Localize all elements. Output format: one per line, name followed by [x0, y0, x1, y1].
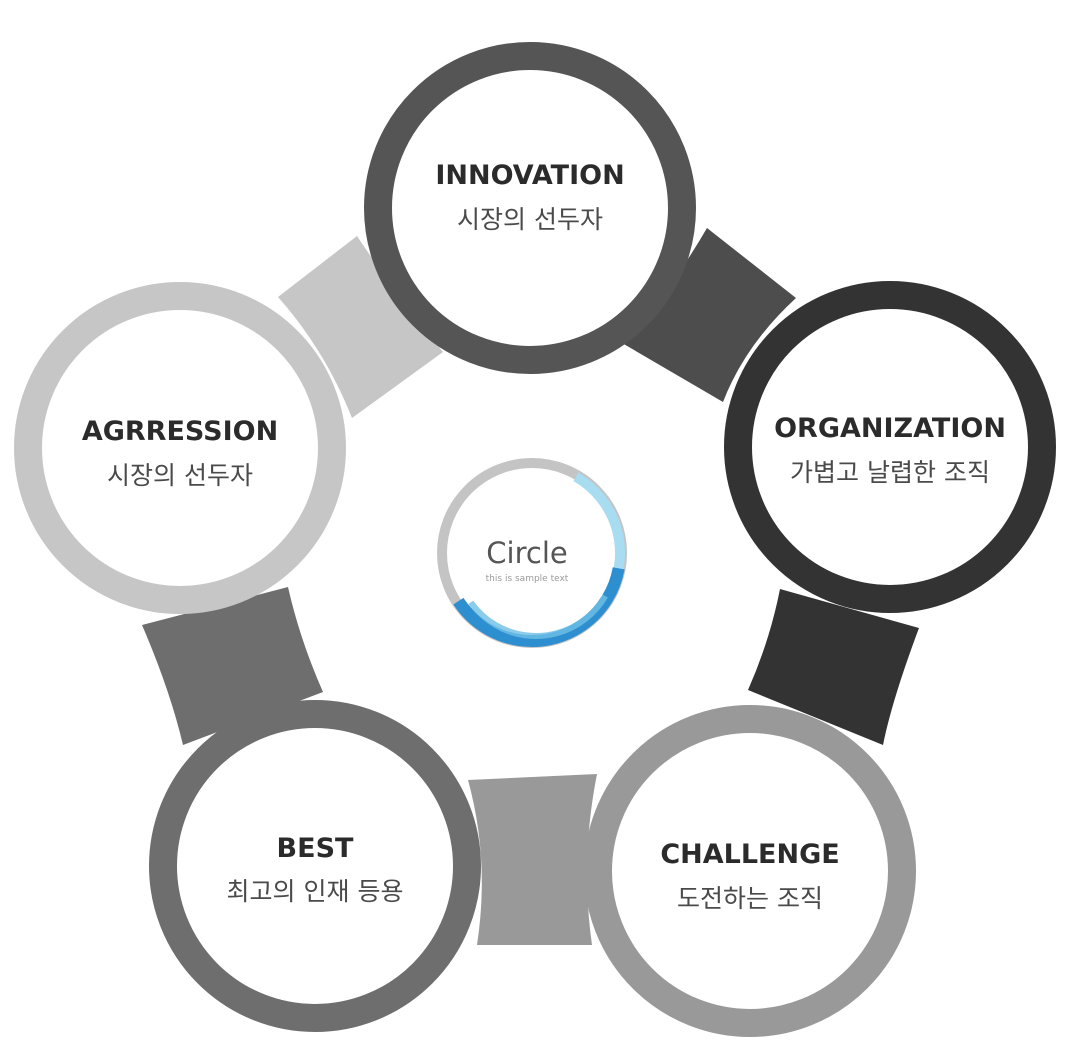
connectors	[142, 228, 919, 945]
ring-challenge	[584, 705, 916, 1037]
node-title: AGRRESSION	[82, 416, 278, 447]
node-best: BEST 최고의 인재 등용	[227, 833, 404, 906]
node-subtitle: 최고의 인재 등용	[227, 877, 404, 906]
node-subtitle: 시장의 선두자	[107, 461, 253, 490]
center-logo: Circle this is sample text	[436, 457, 628, 649]
ring-best	[149, 700, 481, 1032]
ring-organization	[724, 281, 1056, 613]
center-title: Circle	[486, 536, 567, 570]
rings	[14, 42, 1056, 1037]
connector-agression-innovation	[278, 236, 443, 418]
connector-organization-challenge	[748, 589, 919, 745]
node-subtitle: 시장의 선두자	[457, 205, 603, 234]
node-title: INNOVATION	[435, 160, 624, 191]
center-subtitle: this is sample text	[486, 574, 569, 584]
logo-ring-mid-blue	[453, 473, 619, 639]
logo-inner	[458, 479, 606, 627]
node-organization: ORGANIZATION 가볍고 날렵한 조직	[774, 413, 1006, 487]
node-title: ORGANIZATION	[774, 413, 1006, 444]
node-title: CHALLENGE	[660, 839, 839, 870]
ring-agression	[14, 282, 346, 614]
ring-innovation	[364, 42, 696, 374]
node-title: BEST	[277, 833, 354, 864]
connector-challenge-best	[468, 774, 597, 945]
node-subtitle: 도전하는 조직	[677, 884, 823, 913]
node-agression: AGRRESSION 시장의 선두자	[82, 416, 278, 490]
node-challenge: CHALLENGE 도전하는 조직	[660, 839, 839, 913]
logo-ring-blue	[438, 459, 626, 647]
node-subtitle: 가볍고 날렵한 조직	[790, 458, 990, 487]
connector-innovation-organization	[622, 228, 796, 402]
node-innovation: INNOVATION 시장의 선두자	[435, 160, 624, 234]
